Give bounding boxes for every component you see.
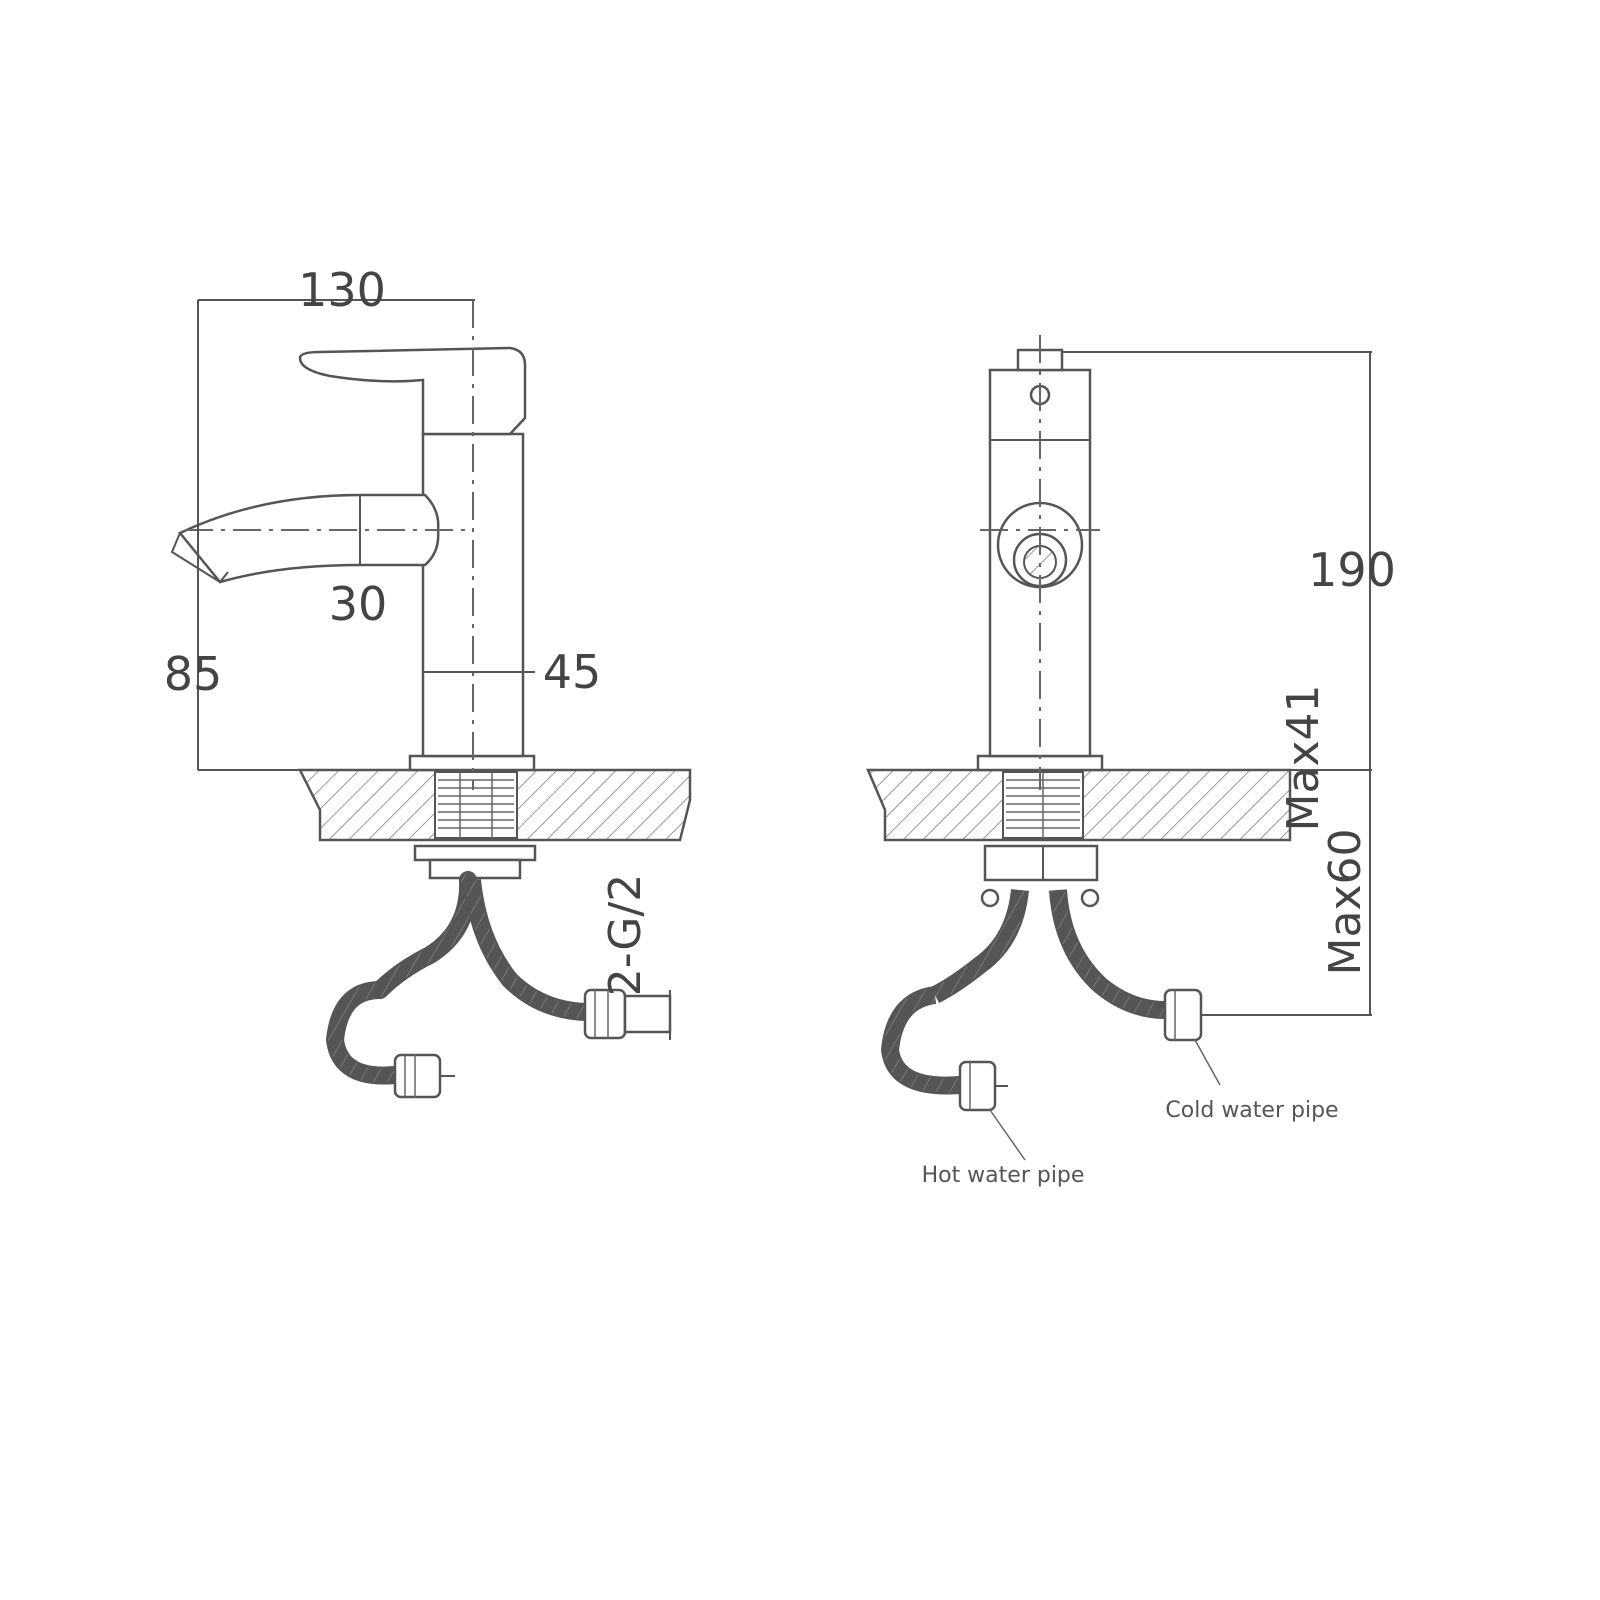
dim-85: 85	[164, 647, 223, 701]
dim-190: 190	[1308, 543, 1396, 597]
dim-thread: 2-G/2	[600, 874, 651, 996]
dim-130: 130	[298, 263, 386, 317]
spout-left	[178, 493, 440, 584]
dim-max60: Max60	[1320, 829, 1371, 976]
shank-threads-right	[1006, 772, 1080, 838]
dim-45: 45	[543, 645, 602, 699]
dim-30: 30	[329, 577, 388, 631]
front-view: 190 Max41 Max60 Hot water pipe Cold wate…	[866, 335, 1396, 1188]
hoses-right	[880, 888, 1203, 1112]
hoses-left	[325, 871, 672, 1099]
label-hot-water-pipe: Hot water pipe	[922, 1163, 1085, 1188]
side-view: 130 30 85 45 2-G/2	[164, 263, 692, 1099]
shank-threads-left	[438, 772, 514, 838]
dim-max41: Max41	[1278, 685, 1329, 832]
label-cold-water-pipe: Cold water pipe	[1165, 1098, 1338, 1123]
handle-left	[298, 346, 527, 436]
